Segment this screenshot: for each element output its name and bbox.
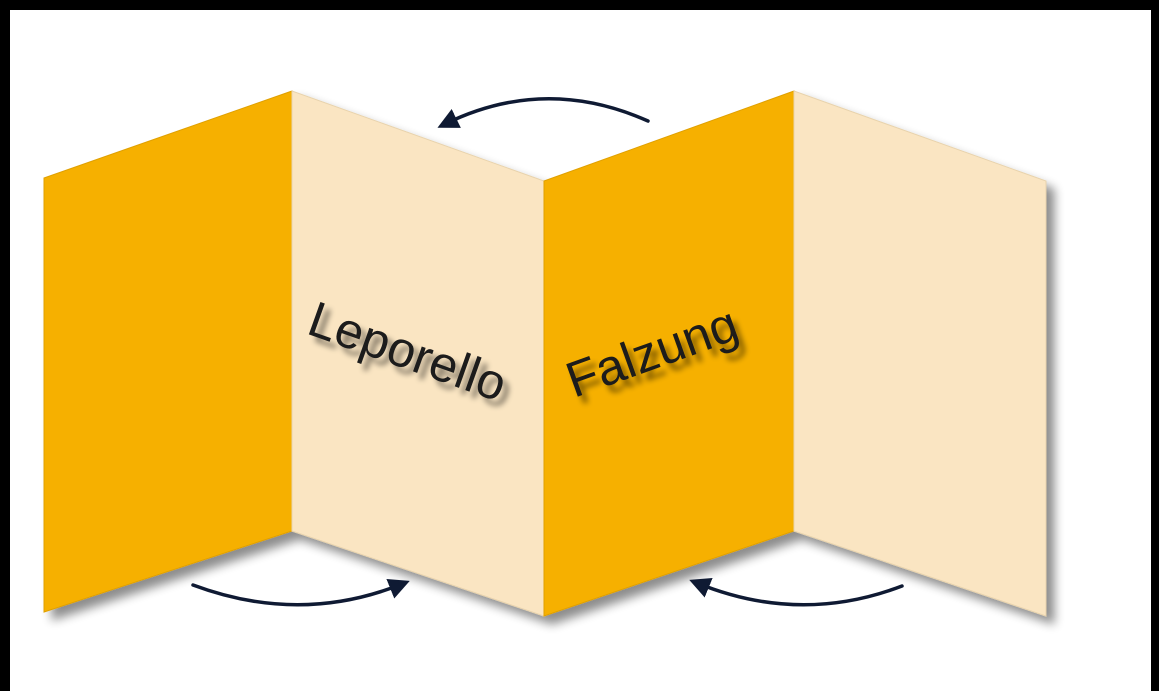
panel-4-light <box>793 90 1047 617</box>
panel-1-dark <box>43 90 293 613</box>
bottom-right-arrow <box>689 578 904 607</box>
fold-arrows <box>191 97 904 607</box>
bottom-left-arrow <box>191 578 410 607</box>
top-arrow <box>437 97 650 128</box>
folded-panels <box>43 90 1047 617</box>
